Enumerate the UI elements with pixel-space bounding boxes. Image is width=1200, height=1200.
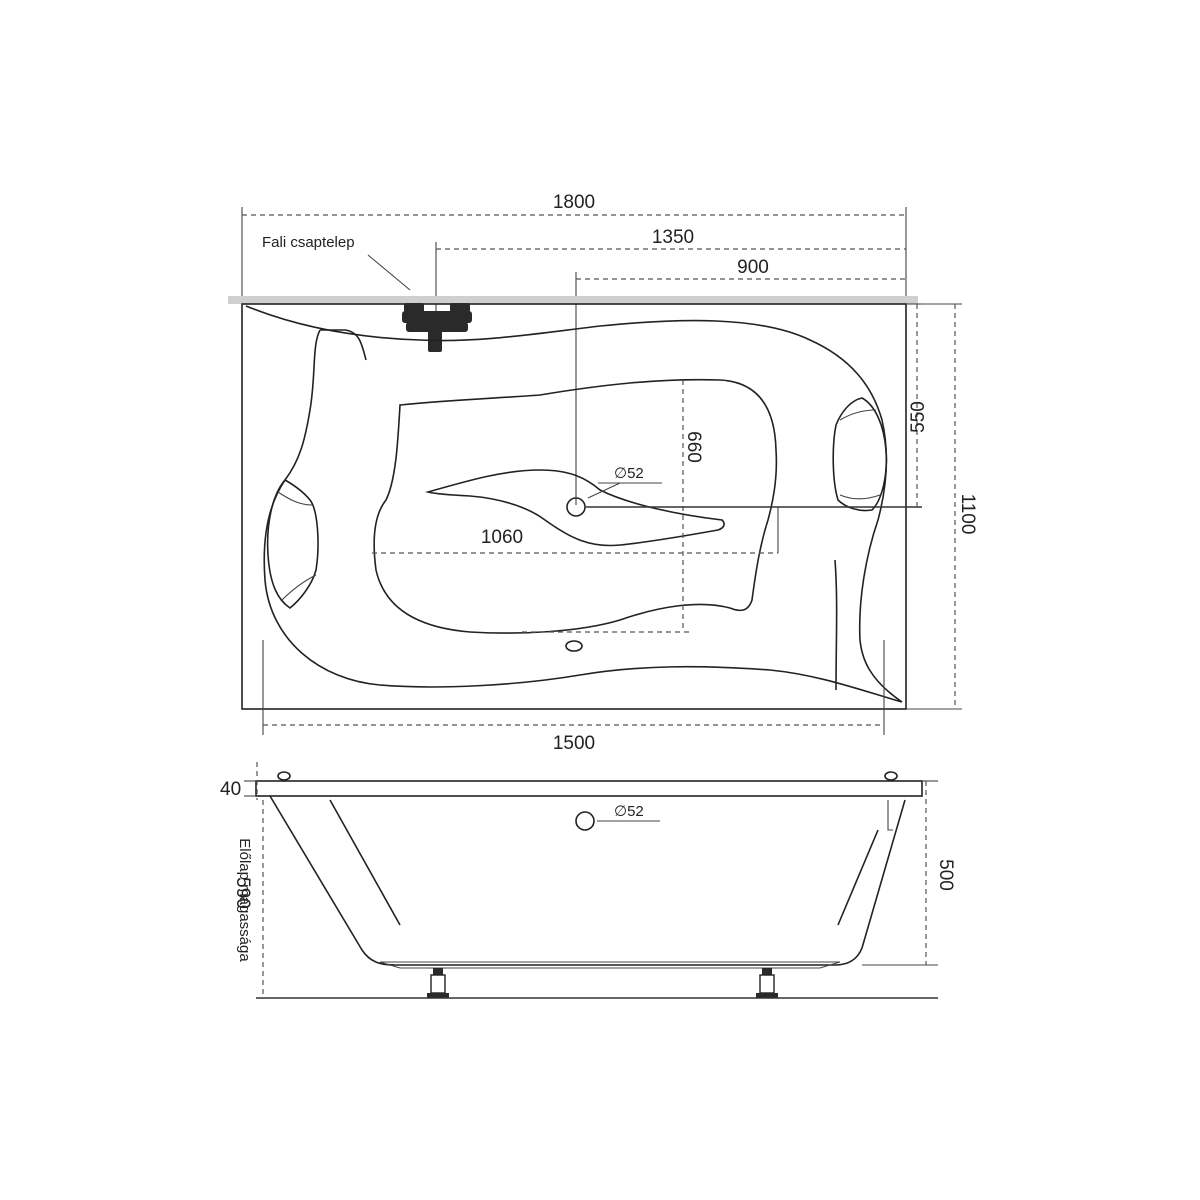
wall-tap-callout: Fali csaptelep <box>262 234 411 291</box>
basin-floor <box>373 378 778 634</box>
wall-strip <box>228 296 918 304</box>
drain-to-wall-label: 550 <box>908 401 929 433</box>
side-overflow-icon <box>575 811 595 831</box>
inner-width-label: 660 <box>683 431 704 463</box>
drain-diameter-callout: ∅52 <box>587 465 662 499</box>
dimension-inner-length: 1060 <box>372 507 779 554</box>
drain-diameter-label: ∅52 <box>614 465 644 482</box>
side-tub-body <box>269 795 906 966</box>
dimension-depth: 500 <box>862 780 956 966</box>
overflow-icon <box>565 640 583 652</box>
tub-rim-outline <box>245 305 903 703</box>
dimension-tap-to-right: 1350 <box>435 227 906 350</box>
rim-height-label: 40 <box>220 779 241 800</box>
wall-tap-icon <box>402 303 472 352</box>
side-view: ∅52 40 590 Előlap magassága 500 <box>220 762 956 999</box>
dimension-drain-to-wall: 550 <box>906 303 929 507</box>
tap-to-right-label: 1350 <box>652 227 694 248</box>
drain-icon <box>566 497 586 517</box>
headrest-right <box>832 397 888 512</box>
overflow-diameter-label: ∅52 <box>614 803 644 820</box>
headrest-left <box>266 478 319 609</box>
dimension-total-length: 1800 <box>241 192 907 298</box>
side-rim <box>255 780 923 797</box>
total-width-label: 1100 <box>957 494 978 535</box>
foot-left-icon <box>427 968 449 998</box>
inner-length-label: 1060 <box>481 527 523 548</box>
dimension-total-width: 1100 <box>906 303 978 710</box>
top-view: 1800 1350 900 Fali csaptelep <box>228 192 978 754</box>
seat-contour <box>424 469 725 547</box>
total-length-label: 1800 <box>553 192 595 213</box>
drain-to-right-label: 900 <box>737 257 769 278</box>
dimension-drain-to-right: 900 <box>575 257 906 505</box>
foot-right-icon <box>756 968 778 998</box>
wall-tap-label: Fali csaptelep <box>262 234 355 251</box>
front-panel-height-label: 590 <box>232 877 253 909</box>
basin-length-label: 1500 <box>553 733 595 754</box>
front-panel-label: Előlap magassága <box>236 838 253 962</box>
dimension-basin-length: 1500 <box>262 640 885 754</box>
dimension-rim-height: 40 <box>220 762 258 800</box>
dimension-inner-width: 660 <box>522 380 704 633</box>
overflow-diameter-callout: ∅52 <box>597 803 660 822</box>
depth-label: 500 <box>935 859 956 891</box>
dimension-front-panel: 590 Előlap magassága <box>232 800 264 998</box>
